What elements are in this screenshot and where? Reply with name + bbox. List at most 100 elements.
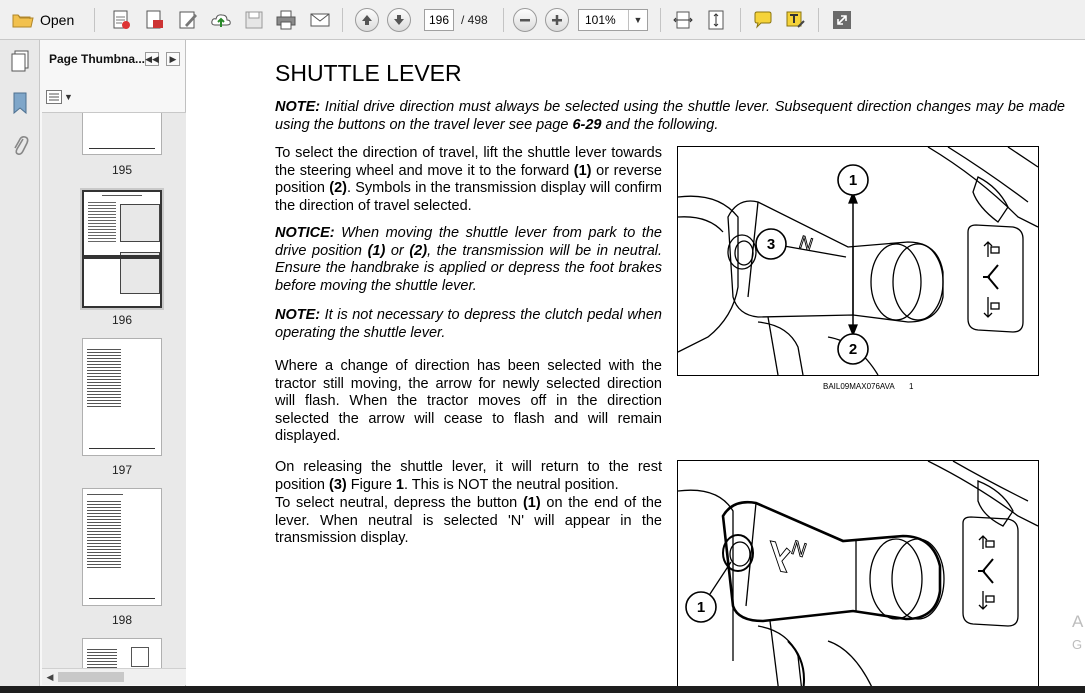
figure-callout-1: 1 xyxy=(697,599,705,616)
shuttle-lever-illustration: 1 2 3 N xyxy=(678,147,1038,375)
open-label: Open xyxy=(40,12,75,28)
body-text: . Symbols in the transmission display wi… xyxy=(275,180,662,214)
scroll-left-icon[interactable]: ◀ xyxy=(46,671,54,682)
next-page-button[interactable] xyxy=(387,8,411,32)
note-text: and the following. xyxy=(601,116,719,133)
notice-text: When moving the shuttle lever from park … xyxy=(275,225,662,259)
bookmark-icon xyxy=(13,92,27,115)
thumbnail-page[interactable] xyxy=(82,338,162,456)
notice-label: NOTICE: xyxy=(275,225,335,241)
thumbnail-page-label: 198 xyxy=(111,613,133,627)
document-viewport[interactable]: SHUTTLE LEVER NOTE: Initial drive direct… xyxy=(186,40,1085,686)
lever-neutral-symbol: N xyxy=(788,537,809,562)
edit-pdf-button[interactable] xyxy=(175,7,201,33)
print-button[interactable] xyxy=(273,7,299,33)
body-text: or reverse position xyxy=(275,162,662,197)
expand-panel-button[interactable]: ▶ xyxy=(166,52,180,66)
body-text: To select neutral, depress the button xyxy=(275,495,523,511)
figure-callout-2: 2 xyxy=(849,341,857,358)
chevron-down-icon[interactable]: ▼ xyxy=(628,10,647,30)
page-thumbnails-icon xyxy=(11,50,29,72)
ref-forward: (1) xyxy=(573,162,592,179)
figure-reference: 1 xyxy=(395,476,404,493)
fit-width-icon xyxy=(673,11,693,29)
note-paragraph-2: NOTE: It is not necessary to depress the… xyxy=(275,307,662,342)
fit-page-icon xyxy=(708,10,724,30)
figure-number: 1 xyxy=(909,382,914,391)
comment-button[interactable] xyxy=(750,7,776,33)
figure-code: BAIL09MAX076AVA xyxy=(823,382,895,391)
full-screen-button[interactable] xyxy=(829,7,855,33)
body-text: On releasing the shuttle lever, it will … xyxy=(275,459,662,493)
toolbar-separator xyxy=(503,8,504,32)
paragraph-select-direction: To select the direction of travel, lift … xyxy=(275,145,662,215)
notice-paragraph: NOTICE: When moving the shuttle lever fr… xyxy=(275,225,662,295)
create-pdf-button[interactable] xyxy=(108,7,134,33)
thumbnail-options-button[interactable]: ▼ xyxy=(46,88,74,106)
clipped-side-text: G xyxy=(1072,637,1083,652)
thumbnail-page[interactable] xyxy=(82,638,162,669)
thumbnails-panel-header: Page Thumbna... ◀◀ ▶ xyxy=(40,40,186,80)
figure-callout-1: 1 xyxy=(849,172,857,189)
export-pdf-button[interactable] xyxy=(141,7,167,33)
figure-shuttle-lever-positions: 1 2 3 N xyxy=(677,146,1039,376)
fit-page-button[interactable] xyxy=(703,7,729,33)
arrow-down-icon xyxy=(394,15,404,25)
paragraph-direction-change: Where a change of direction has been sel… xyxy=(275,358,662,445)
highlight-text-button[interactable] xyxy=(782,7,808,33)
figure-callout-3: 3 xyxy=(767,236,775,253)
body-text: Figure xyxy=(346,476,396,493)
zoom-value: 101% xyxy=(585,13,616,27)
chevron-down-icon: ▼ xyxy=(64,92,73,102)
upload-cloud-button[interactable] xyxy=(208,7,234,33)
page-reference-link[interactable]: 6-29 xyxy=(572,116,602,133)
fit-width-button[interactable] xyxy=(670,7,696,33)
thumbnail-page[interactable] xyxy=(82,113,162,155)
create-pdf-icon xyxy=(113,10,130,29)
clipped-side-text: A xyxy=(1072,612,1084,631)
ref-reverse: (2) xyxy=(329,180,347,197)
thumbnail-horizontal-scrollbar[interactable]: ◀ ▶ xyxy=(42,668,204,685)
previous-page-button[interactable] xyxy=(355,8,379,32)
cloud-upload-icon xyxy=(211,14,231,27)
thumbnail-page-label: 197 xyxy=(111,463,133,477)
lever-neutral-symbol: N xyxy=(797,232,816,255)
save-button[interactable] xyxy=(241,7,267,33)
zoom-select[interactable]: 101% ▼ xyxy=(578,9,648,31)
paperclip-icon xyxy=(14,136,29,155)
page-thumbnails-tab[interactable] xyxy=(7,48,33,74)
options-list-icon xyxy=(46,90,62,104)
note-paragraph-1: NOTE: Initial drive direction must alway… xyxy=(275,99,1065,134)
save-icon xyxy=(245,11,263,29)
body-text: . This is NOT the neutral position. xyxy=(404,476,619,493)
page-number-input[interactable] xyxy=(424,9,454,31)
arrow-up-icon xyxy=(362,15,372,25)
thumbnail-page-current[interactable] xyxy=(82,190,162,308)
toolbar-separator xyxy=(740,8,741,32)
toolbar-separator xyxy=(94,8,95,32)
export-pdf-icon xyxy=(146,10,163,29)
ref-rest: (3) xyxy=(329,476,347,493)
thumbnail-page[interactable] xyxy=(82,488,162,606)
thumbnail-list: 195 196 197 198 xyxy=(42,112,204,669)
note-label: NOTE: xyxy=(275,307,321,323)
bookmarks-tab[interactable] xyxy=(8,90,32,116)
attachments-tab[interactable] xyxy=(8,132,32,158)
main-toolbar: Open xyxy=(0,0,1085,40)
expand-icon xyxy=(833,11,851,29)
minus-icon xyxy=(520,19,530,22)
page-title: SHUTTLE LEVER xyxy=(275,60,462,86)
open-button[interactable]: Open xyxy=(6,6,80,34)
speech-bubble-icon xyxy=(754,11,772,29)
zoom-in-button[interactable] xyxy=(545,8,569,32)
note-text: It is not necessary to depress the clutc… xyxy=(275,307,662,341)
scrollbar-thumb[interactable] xyxy=(58,672,124,682)
taskbar-strip xyxy=(0,686,1085,693)
ref-reverse: (2) xyxy=(409,242,428,259)
email-button[interactable] xyxy=(307,7,333,33)
collapse-panel-button[interactable]: ◀◀ xyxy=(145,52,159,66)
navigation-rail xyxy=(0,40,40,693)
envelope-icon xyxy=(310,13,330,27)
thumbnails-panel: Page Thumbna... ◀◀ ▶ ▼ 195 196 xyxy=(40,40,221,686)
zoom-out-button[interactable] xyxy=(513,8,537,32)
